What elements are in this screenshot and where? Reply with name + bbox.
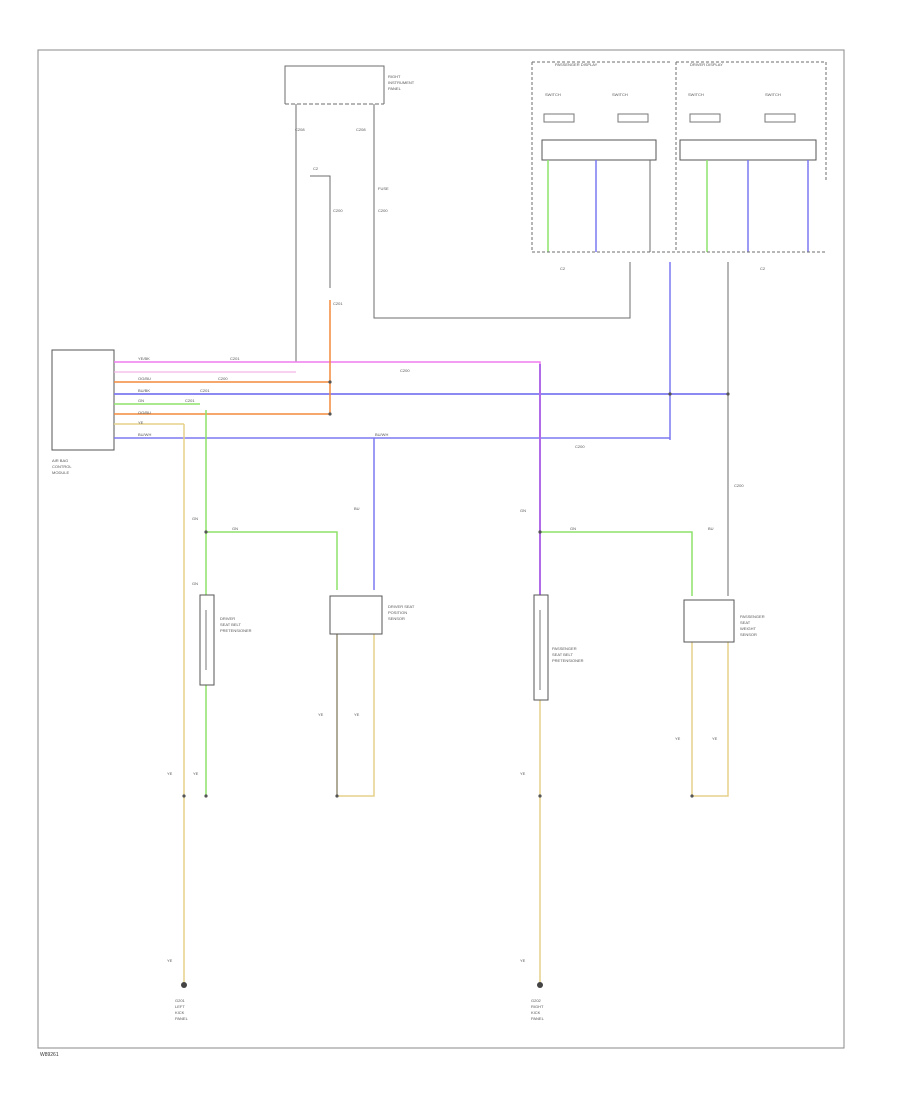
sensor-1-label-3: PRETENSIONER <box>220 628 252 633</box>
svg-text:YE: YE <box>675 736 681 741</box>
svg-text:GN: GN <box>192 581 198 586</box>
svg-text:YE: YE <box>520 958 526 963</box>
sensor-3-label-2: SEAT BELT <box>552 652 573 657</box>
sensor-1-label-2: SEAT BELT <box>220 622 241 627</box>
diagram-frame <box>37 49 845 1049</box>
sensor-4-label-2: SEAT <box>740 620 751 625</box>
svg-text:BU/BK: BU/BK <box>138 388 150 393</box>
sensor-4-label-4: SENSOR <box>740 632 757 637</box>
ground-2-label-4: PANEL <box>531 1016 545 1021</box>
wire-pink <box>114 361 541 600</box>
svg-text:C200: C200 <box>333 208 343 213</box>
ground-1-label-2: LEFT <box>175 1004 185 1009</box>
sensor-2-label-2: POSITION <box>388 610 407 615</box>
sensor-4-label-1: PASSENGER <box>740 614 765 619</box>
ground-1: G201 LEFT KICK PANEL <box>175 982 189 1021</box>
sensor-2: DRIVER SEAT POSITION SENSOR <box>329 595 415 635</box>
svg-text:SWITCH: SWITCH <box>765 92 781 97</box>
top-module-label-2: INSTRUMENT <box>388 80 415 85</box>
wire-green-branch-1 <box>206 531 338 590</box>
ground-1-label-1: G201 <box>175 998 186 1003</box>
svg-text:C200: C200 <box>400 368 410 373</box>
wire-orange <box>114 300 331 383</box>
svg-text:C208: C208 <box>356 127 366 132</box>
svg-text:YE: YE <box>712 736 718 741</box>
ground-2: G202 RIGHT KICK PANEL <box>531 982 545 1021</box>
ground-1-label-4: PANEL <box>175 1016 189 1021</box>
sensor-1-label-1: DRIVER <box>220 616 235 621</box>
svg-text:YE: YE <box>354 712 360 717</box>
svg-text:GN: GN <box>570 526 576 531</box>
svg-text:OG/BU: OG/BU <box>138 376 151 381</box>
svg-text:YE: YE <box>520 771 526 776</box>
svg-text:OG/BU: OG/BU <box>138 410 151 415</box>
svg-text:FUSE: FUSE <box>378 186 389 191</box>
top-module-label-1: RIGHT <box>388 74 401 79</box>
ground-1-label-3: KICK <box>175 1010 185 1015</box>
svg-text:BU: BU <box>354 506 360 511</box>
svg-text:BU/WH: BU/WH <box>375 432 388 437</box>
wire-yellow-loop-2 <box>691 640 729 797</box>
svg-text:C2: C2 <box>313 166 319 171</box>
svg-text:C201: C201 <box>185 398 195 403</box>
svg-text:C208: C208 <box>295 127 305 132</box>
passenger-display: PASSENGER DISPLAY SWITCH SWITCH <box>531 61 672 252</box>
ground-2-label-3: KICK <box>531 1010 541 1015</box>
svg-text:C2: C2 <box>760 266 766 271</box>
wire-gray-2 <box>373 104 631 319</box>
svg-text:C201: C201 <box>230 356 240 361</box>
svg-text:BU: BU <box>708 526 714 531</box>
svg-text:BU/WH: BU/WH <box>138 432 151 437</box>
top-module: RIGHT INSTRUMENT PANEL C208 C208 <box>284 65 415 132</box>
main-module-label-3: MODULE <box>52 470 69 475</box>
main-module-label-1: AIR BAG <box>52 458 68 463</box>
svg-text:YE: YE <box>318 712 324 717</box>
main-module-label-2: CONTROL <box>52 464 72 469</box>
driver-display: DRIVER DISPLAY SWITCH SWITCH <box>675 61 827 252</box>
svg-text:GN: GN <box>520 508 526 513</box>
svg-text:YE: YE <box>138 420 144 425</box>
sensor-1: DRIVER SEAT BELT PRETENSIONER <box>199 594 252 686</box>
svg-text:GN: GN <box>232 526 238 531</box>
svg-text:C201: C201 <box>333 301 343 306</box>
sensor-4: PASSENGER SEAT WEIGHT SENSOR <box>683 599 765 643</box>
svg-text:C200: C200 <box>218 376 228 381</box>
svg-text:GN: GN <box>192 516 198 521</box>
ground-2-label-1: G202 <box>531 998 542 1003</box>
svg-text:SWITCH: SWITCH <box>612 92 628 97</box>
display-left-label: PASSENGER DISPLAY <box>555 62 598 67</box>
figure-label: W89261 <box>40 1052 59 1058</box>
connector-dots <box>182 380 730 798</box>
svg-text:SWITCH: SWITCH <box>545 92 561 97</box>
svg-text:YE: YE <box>167 958 173 963</box>
sensor-3-label-3: PRETENSIONER <box>552 658 584 663</box>
svg-text:C200: C200 <box>378 208 388 213</box>
svg-text:YE: YE <box>193 771 199 776</box>
svg-text:C2: C2 <box>560 266 566 271</box>
svg-text:YE: YE <box>167 771 173 776</box>
wire-green-branch-2 <box>540 531 693 596</box>
sensor-3-label-1: PASSENGER <box>552 646 577 651</box>
display-right-label: DRIVER DISPLAY <box>690 62 723 67</box>
svg-text:GN: GN <box>138 398 144 403</box>
svg-text:SWITCH: SWITCH <box>688 92 704 97</box>
sensor-2-label-1: DRIVER SEAT <box>388 604 415 609</box>
wire-gray-3 <box>310 175 331 288</box>
svg-text:C200: C200 <box>575 444 585 449</box>
svg-text:YE/BK: YE/BK <box>138 356 150 361</box>
sensor-4-label-3: WEIGHT <box>740 626 757 631</box>
svg-text:C200: C200 <box>734 483 744 488</box>
ground-2-label-2: RIGHT <box>531 1004 544 1009</box>
sensor-3: PASSENGER SEAT BELT PRETENSIONER <box>533 594 584 701</box>
main-module: AIR BAG CONTROL MODULE <box>51 349 115 475</box>
sensor-2-label-3: SENSOR <box>388 616 405 621</box>
top-module-label-3: PANEL <box>388 86 402 91</box>
svg-text:C201: C201 <box>200 388 210 393</box>
